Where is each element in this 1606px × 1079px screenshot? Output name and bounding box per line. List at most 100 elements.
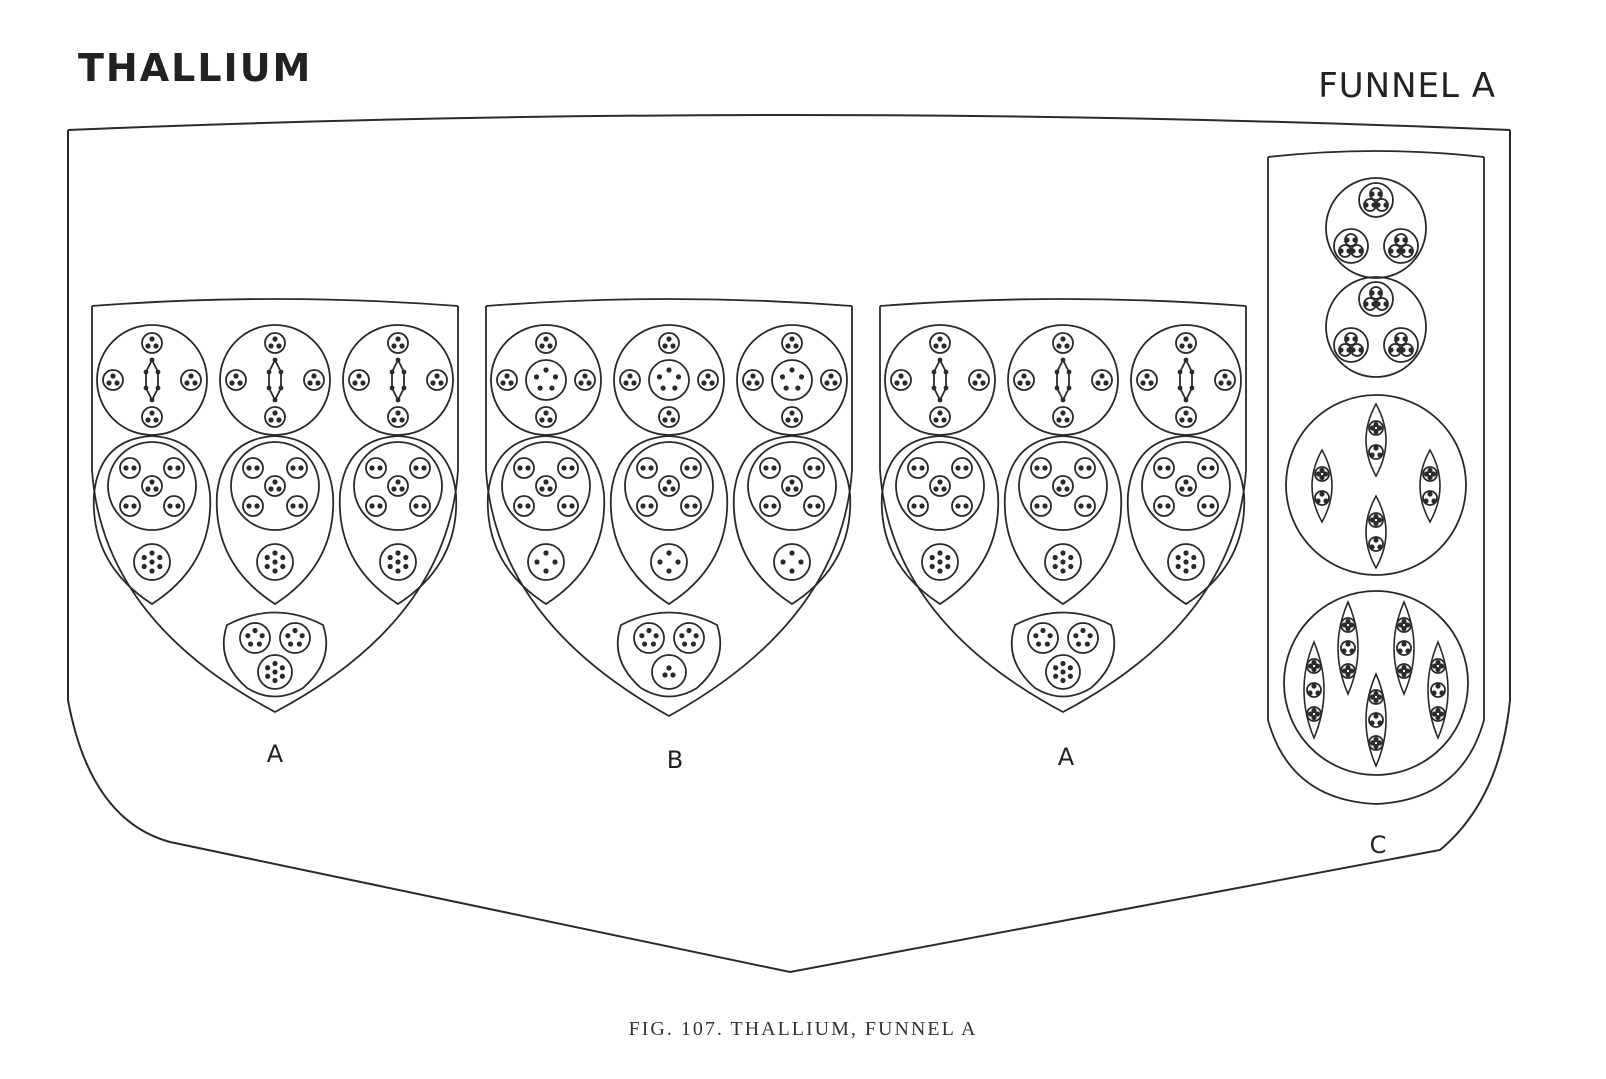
dot xyxy=(1165,465,1171,471)
dot xyxy=(1352,237,1358,243)
dot xyxy=(279,673,285,679)
dot xyxy=(692,465,698,471)
dot xyxy=(1060,568,1066,574)
small-circle xyxy=(1197,495,1219,517)
dot xyxy=(639,633,645,639)
dot xyxy=(709,380,715,386)
dot xyxy=(543,568,549,574)
dot xyxy=(963,465,969,471)
dot xyxy=(272,479,278,485)
inner-ring xyxy=(895,441,985,531)
dot xyxy=(815,503,821,509)
dot xyxy=(666,665,672,671)
dot xyxy=(1373,713,1379,719)
group-b-middle xyxy=(485,298,853,718)
dot xyxy=(1187,417,1193,423)
dot xyxy=(972,380,978,386)
dot xyxy=(690,641,697,647)
dot xyxy=(1373,513,1379,520)
dot xyxy=(155,385,161,391)
small-circle xyxy=(279,622,311,654)
dot xyxy=(789,568,795,574)
dot xyxy=(1373,520,1379,527)
dot xyxy=(1201,503,1207,509)
dot xyxy=(1068,554,1074,561)
dot xyxy=(1369,544,1375,550)
dot xyxy=(980,380,986,386)
dot xyxy=(533,374,540,380)
inner-ring xyxy=(501,441,591,531)
dot xyxy=(278,385,284,391)
small-circle xyxy=(781,475,803,497)
dot xyxy=(1144,373,1150,379)
dot xyxy=(438,380,444,386)
dot xyxy=(815,465,821,471)
dot xyxy=(1315,690,1321,696)
dot xyxy=(1054,369,1060,375)
small-circle xyxy=(574,369,596,391)
trefoil-outline xyxy=(616,611,722,698)
dot xyxy=(1431,690,1437,696)
dot xyxy=(1358,347,1364,353)
dot xyxy=(1148,380,1154,386)
dot xyxy=(1345,618,1351,625)
small-circle xyxy=(1396,617,1412,633)
dot xyxy=(1103,380,1109,386)
dot xyxy=(1377,720,1383,726)
small-circle xyxy=(1052,406,1074,428)
lens xyxy=(1393,599,1415,697)
dot xyxy=(941,343,947,349)
top-circle xyxy=(490,324,602,436)
dot xyxy=(1375,301,1381,307)
small-circle xyxy=(1368,689,1384,705)
dot xyxy=(653,633,659,639)
dot xyxy=(1430,471,1437,477)
dot xyxy=(391,417,397,423)
dot xyxy=(1323,498,1329,504)
dot xyxy=(1056,417,1062,423)
funnel-outline xyxy=(67,114,1511,974)
dot xyxy=(1183,550,1189,556)
dot xyxy=(666,479,672,485)
dot xyxy=(413,503,419,509)
dot xyxy=(666,410,672,416)
inner-ring xyxy=(353,441,443,531)
dot xyxy=(1427,491,1433,497)
small-circle xyxy=(1430,706,1446,722)
column-circle xyxy=(1325,276,1427,378)
small-circle xyxy=(141,406,163,428)
dot xyxy=(1067,665,1073,671)
dot xyxy=(155,369,161,375)
dot xyxy=(264,563,270,570)
dot xyxy=(789,367,795,373)
dot xyxy=(1218,380,1224,386)
dot xyxy=(937,397,943,403)
dot xyxy=(1060,397,1066,403)
dot xyxy=(763,465,769,471)
dot xyxy=(434,373,440,379)
cluster xyxy=(1358,182,1394,218)
dot xyxy=(145,343,151,349)
dot xyxy=(1369,694,1376,700)
inner-ring xyxy=(624,441,714,531)
dot xyxy=(681,641,688,647)
small-circle xyxy=(1013,369,1035,391)
dot xyxy=(1400,347,1406,353)
dot xyxy=(192,380,198,386)
dot xyxy=(1033,633,1039,639)
dot xyxy=(1435,707,1441,714)
dot xyxy=(666,550,672,556)
dot xyxy=(1047,633,1053,639)
small-circle xyxy=(636,495,658,517)
small-circle xyxy=(1214,369,1236,391)
dot xyxy=(547,343,553,349)
dot xyxy=(500,380,506,386)
pear-shape xyxy=(1003,435,1123,606)
dot xyxy=(670,672,676,678)
dot xyxy=(399,343,405,349)
dot xyxy=(1175,554,1181,561)
pear-shape xyxy=(1126,435,1246,606)
dot xyxy=(430,380,436,386)
dot xyxy=(1431,711,1438,717)
dot xyxy=(1376,517,1383,523)
